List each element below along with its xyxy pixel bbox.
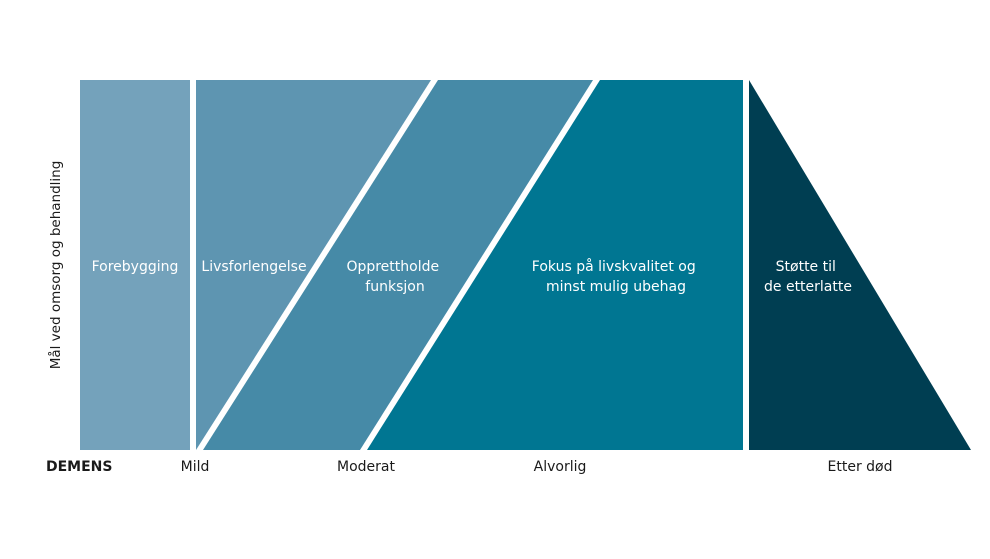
label-opprettholde: Opprettholde funksjon <box>346 259 443 295</box>
label-stotte: Støtte til de etterlatte <box>764 259 852 295</box>
label-livsforlengelse: Livsforlengelse <box>201 259 306 275</box>
segment-forebygging <box>80 80 190 450</box>
stage-alvorlig: Alvorlig <box>534 459 587 475</box>
x-axis-title: DEMENS <box>46 459 112 475</box>
segment-fokus <box>367 80 743 450</box>
segment-opprettholde <box>203 80 593 450</box>
stage-moderat: Moderat <box>337 459 395 475</box>
segment-livsforlengelse <box>196 80 431 450</box>
label-forebygging: Forebygging <box>92 259 179 275</box>
label-fokus: Fokus på livskvalitet og minst mulig ube… <box>532 258 700 295</box>
segment-stotte <box>749 80 971 450</box>
y-axis-title: Mål ved omsorg og behandling <box>47 161 64 370</box>
stage-mild: Mild <box>181 459 210 475</box>
stage-etter-dod: Etter død <box>828 459 893 475</box>
